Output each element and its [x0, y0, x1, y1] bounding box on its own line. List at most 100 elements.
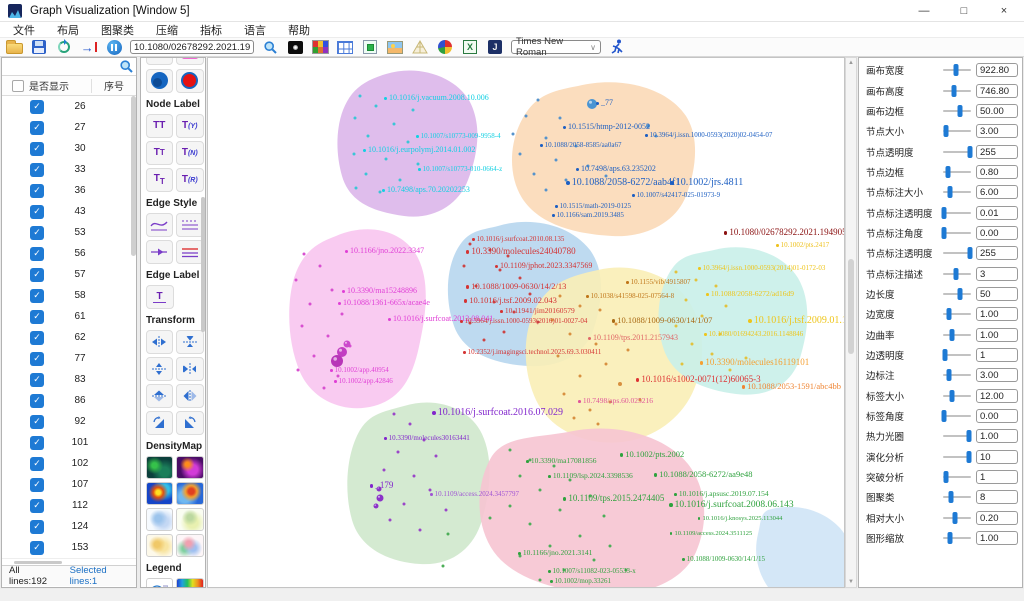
row-checkbox[interactable]: ✓	[30, 225, 44, 240]
canvas-vscrollbar[interactable]: ▲ ▼	[845, 57, 857, 588]
slider-value[interactable]: 0.20	[976, 510, 1018, 525]
graph-node-dot[interactable]	[714, 284, 718, 288]
slider-thumb[interactable]	[953, 64, 959, 77]
graph-node-dot[interactable]	[544, 136, 548, 140]
graph-node-dot[interactable]	[462, 264, 466, 268]
table-row[interactable]: ✓153	[2, 537, 136, 558]
graph-node-dot[interactable]	[680, 362, 684, 366]
graph-node-dot[interactable]	[524, 114, 528, 118]
graph-node-dot[interactable]	[384, 157, 388, 161]
graph-node-dot[interactable]	[602, 514, 606, 518]
graph-node-dot[interactable]	[690, 342, 694, 346]
canvas-scroll-thumb[interactable]	[848, 259, 854, 355]
graph-node-dot[interactable]	[744, 356, 748, 360]
slider-thumb[interactable]	[952, 511, 958, 524]
graph-node-dot[interactable]	[340, 312, 344, 316]
graph-node-dot[interactable]	[488, 516, 492, 520]
graph-node-dot[interactable]	[506, 254, 510, 258]
graph-node-dot[interactable]	[392, 412, 396, 416]
graph-node-dot[interactable]	[592, 558, 596, 562]
align-v-icon[interactable]	[176, 329, 204, 354]
slider-value[interactable]: 50.00	[976, 103, 1018, 118]
graph-node-dot[interactable]	[366, 134, 370, 138]
distribute-h-icon[interactable]	[176, 356, 204, 381]
table-hscrollbar[interactable]	[2, 558, 136, 565]
graph-node-dot[interactable]	[718, 332, 722, 336]
graph-node-dot[interactable]	[294, 278, 298, 282]
table-row[interactable]: ✓30	[2, 138, 136, 159]
edge-double-icon[interactable]	[176, 239, 204, 264]
graph-node-dot[interactable]	[364, 172, 368, 176]
graph-node-label[interactable]: 10.1166/sam.2019.3485	[552, 212, 624, 219]
slider-thumb[interactable]	[941, 206, 947, 219]
slider-thumb[interactable]	[953, 267, 959, 280]
edge-arrow-icon[interactable]	[145, 239, 173, 264]
slider-track[interactable]	[941, 226, 971, 239]
row-checkbox[interactable]: ✓	[30, 99, 44, 114]
scroll-up-icon[interactable]: ▲	[848, 60, 854, 66]
refresh-icon[interactable]	[55, 39, 73, 55]
table-row[interactable]: ✓77	[2, 348, 136, 369]
search-icon[interactable]	[119, 59, 134, 79]
graph-node-dot[interactable]	[614, 322, 618, 326]
graph-node-label[interactable]: 10.1088/2058-6272/aa9e48	[654, 470, 752, 479]
graph-node-dot[interactable]	[392, 122, 396, 126]
slider-thumb[interactable]	[966, 450, 972, 463]
graph-node-dot[interactable]	[562, 392, 566, 396]
slider-value[interactable]: 3	[976, 266, 1018, 281]
slider-track[interactable]	[943, 165, 971, 178]
table-row[interactable]: ✓86	[2, 390, 136, 411]
table-row[interactable]: ✓36	[2, 180, 136, 201]
table-row[interactable]: ✓27	[2, 117, 136, 138]
row-checkbox[interactable]: ✓	[30, 540, 44, 555]
slider-thumb[interactable]	[941, 410, 947, 423]
slider-track[interactable]	[943, 287, 971, 300]
graph-node-label[interactable]: 10.1016/j.surfcoat.2008.06.143	[669, 500, 794, 511]
slider-thumb[interactable]	[966, 430, 972, 443]
density-3[interactable]	[145, 481, 173, 505]
table-row[interactable]: ✓62	[2, 327, 136, 348]
graph-node-dot[interactable]	[468, 321, 472, 325]
graph-node-dot[interactable]	[594, 342, 598, 346]
slider-thumb[interactable]	[946, 369, 952, 382]
graph-node-label[interactable]: 10.1016/j.eurpolymj.2014.01.002	[363, 146, 475, 154]
graph-node-dot[interactable]	[724, 304, 728, 308]
slider-track[interactable]	[943, 308, 971, 321]
open-folder-icon[interactable]	[5, 39, 23, 55]
graph-node-dot[interactable]	[468, 242, 472, 246]
graph-node-dot[interactable]	[564, 178, 568, 182]
align-h-icon[interactable]	[145, 329, 173, 354]
slider-track[interactable]	[943, 491, 971, 504]
row-checkbox[interactable]: ✓	[30, 330, 44, 345]
forward-icon[interactable]: →	[80, 39, 98, 55]
graph-node-dot[interactable]	[578, 534, 582, 538]
flip-h-icon[interactable]	[176, 383, 204, 408]
graph-node-dot[interactable]	[550, 318, 554, 322]
slider-thumb[interactable]	[949, 389, 955, 402]
graph-node-dot[interactable]	[518, 474, 522, 478]
graph-node-dot[interactable]	[586, 164, 590, 168]
graph-node-label[interactable]: 10.1016/j.surfcoat.2016.07.029	[432, 408, 563, 418]
graph-node-dot[interactable]	[604, 362, 608, 366]
graph-node-dot[interactable]	[538, 578, 542, 582]
rotate-r-icon[interactable]	[176, 410, 204, 435]
graph-node-dot[interactable]	[434, 454, 438, 458]
graph-node-label[interactable]: 10.2352/j.imagingsci.technol.2025.69.3.0…	[463, 349, 601, 356]
slider-value[interactable]: 746.80	[976, 83, 1018, 98]
graph-node-dot[interactable]	[444, 508, 448, 512]
graph-node-label[interactable]: 10.1038/s41598-025-07564-8	[586, 293, 674, 300]
graph-node-dot[interactable]	[498, 268, 502, 272]
close-button[interactable]: ×	[1000, 4, 1008, 17]
graph-node-label[interactable]: 10.1016/j.tsf.2009.02.043	[464, 296, 557, 305]
graph-node-label[interactable]: _179	[370, 481, 393, 490]
slider-track[interactable]	[943, 430, 972, 443]
slider-value[interactable]: 8	[976, 490, 1018, 505]
graph-node-dot[interactable]	[538, 488, 542, 492]
graph-node-dot[interactable]	[536, 98, 540, 102]
edge-label-t-icon[interactable]: T	[145, 284, 174, 309]
graph-node-dot[interactable]	[588, 408, 592, 412]
graph-node-dot[interactable]	[488, 248, 492, 252]
graph-node-dot[interactable]	[446, 532, 450, 536]
graph-node-dot[interactable]	[556, 354, 560, 358]
graph-node-label[interactable]: 10.3964/j.issn.1000-0593(2014)01-0172-03	[698, 265, 825, 272]
